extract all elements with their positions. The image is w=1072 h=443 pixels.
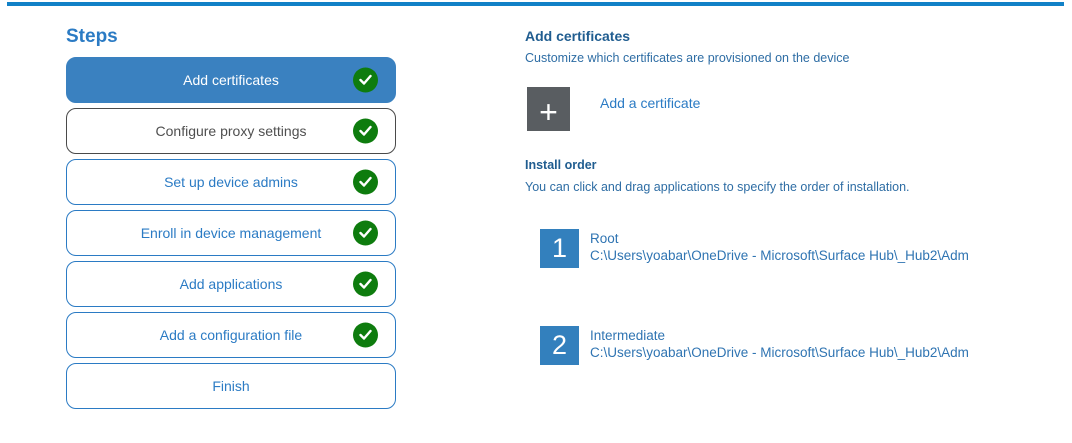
step-set-up-device-admins[interactable]: Set up device admins <box>66 159 396 205</box>
step-add-a-configuration-file[interactable]: Add a configuration file <box>66 312 396 358</box>
top-accent-bar <box>7 2 1064 6</box>
step-label: Finish <box>212 378 250 394</box>
checkmark-icon <box>353 169 378 195</box>
checkmark-icon <box>353 271 378 297</box>
order-item-text: Root C:\Users\yoabar\OneDrive - Microsof… <box>590 230 969 268</box>
step-label: Configure proxy settings <box>155 123 307 139</box>
certificate-path: C:\Users\yoabar\OneDrive - Microsoft\Sur… <box>590 345 969 360</box>
checkmark-icon <box>353 220 378 246</box>
install-order-item-intermediate[interactable]: 2 Intermediate C:\Users\yoabar\OneDrive … <box>540 326 969 365</box>
step-enroll-in-device-management[interactable]: Enroll in device management <box>66 210 396 256</box>
step-label: Add applications <box>179 276 283 292</box>
install-order-heading: Install order <box>525 158 597 172</box>
install-order-description: You can click and drag applications to s… <box>525 180 910 194</box>
page-subtitle: Customize which certificates are provisi… <box>525 51 850 65</box>
page-title: Add certificates <box>525 28 631 44</box>
install-order-item-root[interactable]: 1 Root C:\Users\yoabar\OneDrive - Micros… <box>540 229 969 268</box>
certificate-path: C:\Users\yoabar\OneDrive - Microsoft\Sur… <box>590 248 969 263</box>
add-certificate-button[interactable]: + Add a certificate <box>527 87 700 131</box>
step-add-applications[interactable]: Add applications <box>66 261 396 307</box>
order-number-badge: 1 <box>540 229 579 268</box>
checkmark-icon <box>353 67 378 93</box>
step-label: Enroll in device management <box>140 225 322 241</box>
checkmark-icon <box>353 118 378 144</box>
steps-list: Add certificates Configure proxy setting… <box>66 57 396 409</box>
step-add-certificates[interactable]: Add certificates <box>66 57 396 103</box>
step-label: Add certificates <box>183 72 279 88</box>
plus-icon[interactable]: + <box>527 87 570 131</box>
step-configure-proxy-settings[interactable]: Configure proxy settings <box>66 108 396 154</box>
step-label: Add a configuration file <box>159 327 303 343</box>
add-certificate-label: Add a certificate <box>600 95 701 111</box>
checkmark-icon <box>353 322 378 348</box>
step-finish[interactable]: Finish <box>66 363 396 409</box>
order-item-text: Intermediate C:\Users\yoabar\OneDrive - … <box>590 327 969 365</box>
steps-heading: Steps <box>66 26 118 47</box>
order-number-badge: 2 <box>540 326 579 365</box>
certificate-name: Intermediate <box>590 328 666 343</box>
certificate-name: Root <box>590 231 619 246</box>
step-label: Set up device admins <box>164 174 298 190</box>
